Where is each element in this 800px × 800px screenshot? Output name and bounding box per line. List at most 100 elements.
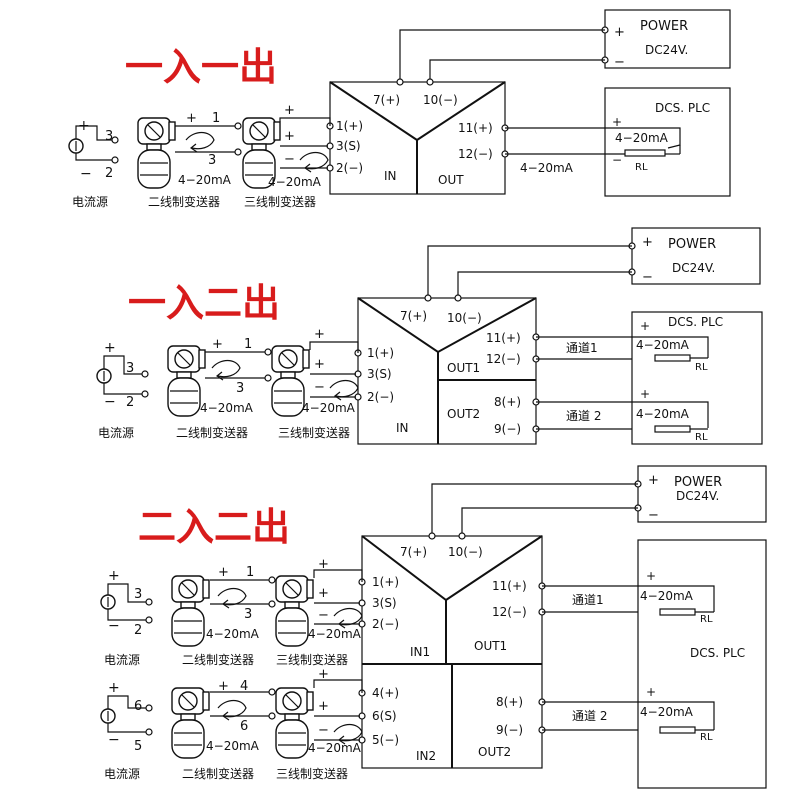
out2-label: OUT2: [447, 407, 480, 421]
three-wire-transmitter: + + − 4−20mA 三线制变送器: [242, 103, 331, 209]
power-label: POWER: [674, 475, 722, 490]
dcs-signal-2: 4−20mA: [640, 705, 694, 719]
pin-2: 2(−): [367, 390, 394, 404]
two-wire-t3: 3: [208, 153, 216, 168]
three-wire-signal: 4−20mA: [308, 627, 362, 641]
channel-2: 通道 2: [572, 709, 607, 723]
two-wire-plus: +: [218, 565, 229, 580]
in1-pin-2: 2(−): [372, 617, 399, 631]
two-wire-label: 二线制变送器: [148, 194, 220, 209]
pin-12: 12(−): [492, 605, 527, 619]
power-label: POWER: [640, 19, 688, 34]
in1-label: IN1: [410, 645, 430, 659]
pin-10: 10(−): [448, 545, 483, 559]
three-wire-plus2: +: [318, 586, 329, 601]
power-voltage: DC24V.: [676, 489, 719, 503]
dcs-minus: −: [612, 153, 622, 167]
pin-2: 2(−): [336, 161, 363, 175]
rl-label: RL: [635, 162, 648, 173]
source-t2: 2: [126, 395, 134, 410]
three-wire-minus: −: [284, 152, 295, 167]
two-wire-plus: +: [212, 337, 223, 352]
two-wire-plus: +: [186, 111, 197, 126]
three-wire-plus2: +: [318, 699, 329, 714]
two-wire-t4: 4: [240, 679, 248, 694]
three-wire-plus1: +: [284, 103, 295, 118]
source-minus: −: [108, 732, 120, 748]
power-minus: −: [648, 508, 659, 523]
in-label: IN: [396, 421, 409, 435]
two-wire-signal: 4−20mA: [206, 627, 260, 641]
pin-11: 11(+): [492, 579, 527, 593]
power-voltage: DC24V.: [645, 43, 688, 57]
two-wire-label: 二线制变送器: [176, 425, 248, 440]
current-source: + − 3 2 电流源: [96, 340, 149, 440]
three-wire-label: 三线制变送器: [276, 766, 348, 781]
pin-9: 9(−): [494, 422, 521, 436]
two-wire-t6: 6: [240, 719, 248, 734]
two-wire-t1: 1: [246, 565, 254, 580]
three-wire-label: 三线制变送器: [276, 652, 348, 667]
three-wire-plus1: +: [318, 667, 329, 682]
pin-7: 7(+): [400, 545, 427, 559]
power-supply: + − POWER DC24V.: [628, 227, 761, 285]
pin-10: 10(−): [447, 311, 482, 325]
three-wire-plus2: +: [314, 357, 325, 372]
pin-12: 12(−): [486, 352, 521, 366]
three-wire-minus: −: [318, 723, 329, 738]
rl-label-1: RL: [695, 362, 708, 373]
out-label: OUT: [438, 173, 464, 187]
dcs-plus-1: +: [646, 569, 656, 583]
dcs-label: DCS. PLC: [668, 315, 723, 329]
rl-label-2: RL: [695, 432, 708, 443]
input-group-2: + − 6 5 电流源 + 4 6: [100, 667, 363, 781]
pin-3: 3(S): [367, 367, 392, 381]
pin-11: 11(+): [486, 331, 521, 345]
source-t6: 6: [134, 699, 142, 714]
out1-label: OUT1: [474, 639, 507, 653]
two-wire-transmitter: + 1 3 4−20mA 二线制变送器: [137, 111, 242, 209]
two-wire-transmitter: + 1 3 4−20mA 二线制变送器: [171, 565, 276, 667]
three-wire-transmitter: + + − 4−20mA 三线制变送器: [271, 327, 359, 440]
channel-1: 通道1: [566, 341, 598, 355]
source-t3: 3: [105, 129, 113, 144]
power-supply: + − POWER DC24V.: [601, 9, 731, 70]
power-plus: +: [614, 25, 625, 40]
pin-3: 3(S): [336, 139, 361, 153]
power-minus: −: [614, 55, 625, 70]
three-wire-minus: −: [318, 608, 329, 623]
dcs-plc-box: DCS. PLC + 4−20mA RL + 4−20mA RL: [637, 539, 767, 789]
section-title: 一入一出: [125, 45, 277, 89]
dcs-plus-2: +: [640, 387, 650, 401]
source-plus: +: [108, 680, 120, 696]
pin-8: 8(+): [494, 395, 521, 409]
three-wire-plus2: +: [284, 129, 295, 144]
two-wire-t1: 1: [244, 337, 252, 352]
two-wire-t1: 1: [212, 111, 220, 126]
source-minus: −: [80, 166, 92, 182]
power-plus: +: [648, 473, 659, 488]
source-label: 电流源: [72, 195, 108, 209]
in2-pin-6: 6(S): [372, 709, 397, 723]
in1-pin-1: 1(+): [372, 575, 399, 589]
pin-11: 11(+): [458, 121, 493, 135]
two-wire-signal: 4−20mA: [200, 401, 254, 415]
dcs-signal: 4−20mA: [615, 131, 669, 145]
pin-10: 10(−): [423, 93, 458, 107]
pin-7: 7(+): [373, 93, 400, 107]
out2-label: OUT2: [478, 745, 511, 759]
two-wire-label: 二线制变送器: [182, 652, 254, 667]
three-wire-signal: 4−20mA: [308, 741, 362, 755]
pin-12: 12(−): [458, 147, 493, 161]
dcs-label: DCS. PLC: [690, 646, 745, 660]
section-2: 一入二出 + − POWER DC24V. 7(+) 10(−) 1(+) 3(…: [96, 227, 763, 445]
source-t2: 2: [105, 166, 113, 181]
out-signal: 4−20mA: [520, 161, 574, 175]
power-plus: +: [642, 235, 653, 250]
current-source: + − 6 5 电流源: [100, 680, 153, 781]
section-title: 二入二出: [138, 505, 290, 549]
dcs-plus: +: [612, 115, 622, 129]
rl-label-1: RL: [700, 614, 713, 625]
current-source: + − 3 2 电流源: [68, 118, 119, 209]
power-minus: −: [642, 270, 653, 285]
